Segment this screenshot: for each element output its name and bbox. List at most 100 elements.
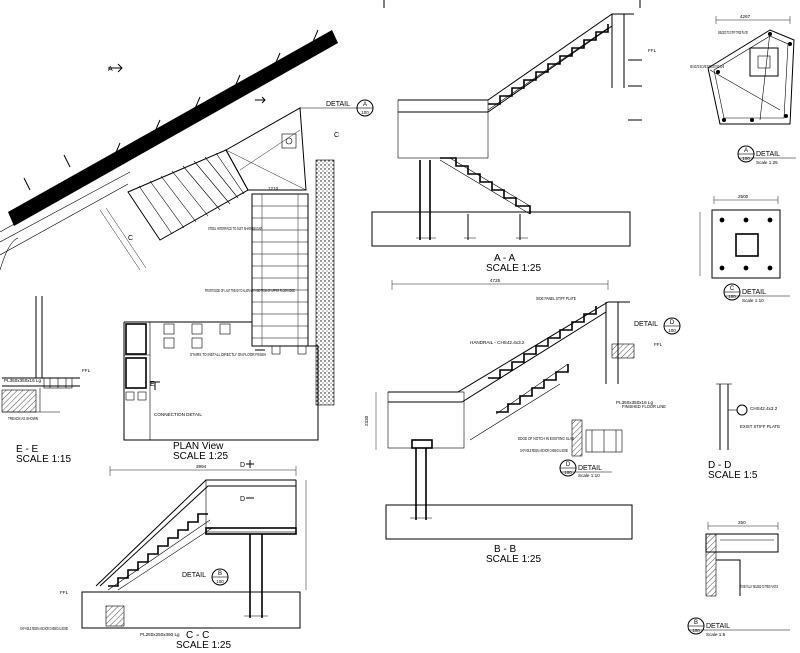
svg-text:DETAIL: DETAIL — [706, 623, 730, 630]
svg-text:GAP HOLE RESIN ANCHOR CHEMICAL: GAP HOLE RESIN ANCHOR CHEMICAL BOND — [520, 448, 568, 453]
svg-text:D: D — [240, 496, 245, 503]
detail-c: 2500 C 100 DETAIL Scale 1:10 — [699, 194, 790, 303]
svg-text:Scale 1:10: Scale 1:10 — [578, 473, 600, 478]
detail-b: 250 TO BE FULLY WELDED TO TREE PLATES B … — [687, 520, 790, 637]
section-dd: CHS42.4x3.2 EXIST STIFF PLATE D - D SCAL… — [708, 383, 780, 481]
detail-a-label: A 100 DETAIL Scale 1:25 — [737, 145, 796, 165]
svg-text:100: 100 — [564, 470, 572, 475]
svg-text:D: D — [670, 320, 675, 326]
svg-text:DETAIL: DETAIL — [756, 151, 780, 158]
svg-text:A: A — [744, 148, 748, 154]
bb-detail-d-callout: DETAIL D 100 — [634, 317, 681, 335]
svg-text:DETAIL: DETAIL — [634, 321, 658, 328]
ee-title: E - E — [16, 444, 39, 455]
plan-glass-balustrade — [8, 30, 338, 226]
cc-detail-b-callout: DETAIL B 100 — [182, 568, 229, 586]
svg-text:250: 250 — [738, 520, 746, 525]
svg-text:Scale 1:5: Scale 1:5 — [706, 632, 726, 637]
aa-scale: SCALE 1:25 — [486, 263, 541, 274]
svg-text:GAP HOLE RESIN ANCHOR CHEMICAL: GAP HOLE RESIN ANCHOR CHEMICAL BOND — [20, 626, 68, 631]
section-aa: FFL A - A SCALE 1:25 — [371, 13, 657, 274]
svg-text:B: B — [218, 571, 222, 577]
svg-text:A: A — [363, 102, 367, 108]
svg-text:2330: 2330 — [364, 415, 369, 426]
plan-marker-c: C — [334, 132, 339, 139]
plan-base-platform — [123, 321, 319, 441]
plan-straight-flight — [251, 193, 309, 347]
svg-text:M16 BOLTS SECURE INTO EXISTING: M16 BOLTS SECURE INTO EXISTING SLAB — [690, 64, 724, 69]
svg-text:EDGE OF NOTCH IN EXISTING SLAB: EDGE OF NOTCH IN EXISTING SLAB — [518, 436, 574, 441]
svg-text:FFL: FFL — [82, 368, 91, 373]
svg-text:100: 100 — [742, 156, 750, 161]
svg-text:Scale 1:25: Scale 1:25 — [756, 160, 778, 165]
svg-text:TO BE FULLY WELDED TO TREE PLA: TO BE FULLY WELDED TO TREE PLATES — [740, 584, 778, 589]
svg-text:Scale 1:10: Scale 1:10 — [742, 298, 764, 303]
plan-note-steel: STEEL INTERFACE TO SUIT SHADOW GAP — [208, 226, 262, 231]
svg-text:100: 100 — [692, 628, 700, 633]
plan-marker-c2: C — [128, 235, 133, 242]
bb-scale: SCALE 1:25 — [486, 554, 541, 565]
section-cc: D D 3994 PL250x250x360 Lg GAP HOLE RESIN… — [20, 460, 307, 651]
svg-text:HANDRAIL - CHS42.4x3.2: HANDRAIL - CHS42.4x3.2 — [470, 340, 525, 345]
dd-scale: SCALE 1:5 — [708, 470, 758, 481]
bb-title: B - B — [494, 544, 517, 555]
bb-steps — [488, 306, 597, 413]
cc-steps — [108, 513, 208, 587]
svg-text:PL350x350x16 Lg: PL350x350x16 Lg — [4, 378, 41, 383]
plan-diagonal-treads — [138, 152, 245, 235]
svg-text:SIDE PANEL STIFF PLATE: SIDE PANEL STIFF PLATE — [536, 296, 576, 301]
plan-note-connection: CONNECTION DETAIL — [154, 412, 202, 417]
plan-spikes — [23, 29, 319, 191]
svg-text:D: D — [240, 462, 245, 469]
detail-a: 4267 M16 BOLTS SECURE INTO EXISTING SLAB… — [690, 14, 796, 165]
svg-text:PL250x250x360 Lg: PL250x250x360 Lg — [140, 632, 180, 637]
svg-text:2500: 2500 — [738, 194, 749, 199]
cc-scale: SCALE 1:25 — [176, 640, 231, 651]
svg-text:DETAIL: DETAIL — [182, 572, 206, 579]
detail-c-label: C 100 DETAIL Scale 1:10 — [723, 283, 790, 303]
plan-existing-wall — [315, 159, 335, 406]
dd-title: D - D — [708, 460, 731, 471]
plan-dim-width: 1210 — [268, 186, 279, 191]
detail-d-label: D 100 DETAIL Scale 1:10 — [559, 459, 612, 478]
svg-text:TREADS AS SHOWN: TREADS AS SHOWN — [8, 416, 38, 421]
svg-text:DETAIL: DETAIL — [742, 289, 766, 296]
plan-straight-treads — [252, 205, 308, 339]
svg-text:3994: 3994 — [196, 464, 207, 469]
plan-note-front-edge: FRONT EDGE OF LAST TREAD TO ALIGN WITH B… — [205, 288, 295, 293]
svg-text:EXIST STIFF PLATE: EXIST STIFF PLATE — [740, 424, 780, 429]
svg-text:100: 100 — [668, 328, 676, 333]
svg-text:B: B — [694, 620, 698, 626]
svg-text:C: C — [730, 286, 735, 292]
svg-text:WELDED TO STIFF TREE PLATE: WELDED TO STIFF TREE PLATE — [718, 30, 748, 35]
plan-detail-a-callout: DETAIL A 100 — [300, 99, 374, 117]
detail-b-label: B 100 DETAIL Scale 1:5 — [687, 617, 790, 637]
cc-title: C - C — [186, 630, 209, 641]
svg-text:FINISHED FLOOR LINE: FINISHED FLOOR LINE — [622, 404, 666, 409]
svg-text:100: 100 — [216, 579, 224, 584]
section-ee: PL350x350x16 Lg TREADS AS SHOWN FFL E - … — [1, 296, 91, 465]
svg-text:CHS42.4x3.2: CHS42.4x3.2 — [750, 406, 778, 411]
svg-text:PL350x350x16 Lg: PL350x350x16 Lg — [616, 400, 653, 405]
svg-text:100: 100 — [728, 294, 736, 299]
ee-scale: SCALE 1:15 — [16, 454, 71, 465]
svg-text:100: 100 — [361, 110, 369, 115]
plan-view: A C C E DETAIL A 100 FRONT EDGE OF LAST … — [0, 29, 374, 462]
plan-view-scale: SCALE 1:25 — [173, 451, 228, 462]
svg-text:DETAIL: DETAIL — [326, 101, 350, 108]
plan-marker-a: A — [108, 66, 113, 73]
plan-note-install: STAIRS TO INSTALL DIRECTLY ON FLOOR FINI… — [190, 352, 266, 357]
aa-steps — [440, 24, 609, 214]
section-bb: 4725 2330 SIDE PANEL STIFF PLATE HANDRAI… — [364, 278, 681, 565]
plan-view-title: PLAN View — [173, 441, 224, 452]
svg-text:FFL: FFL — [654, 342, 663, 347]
svg-text:DETAIL: DETAIL — [578, 465, 602, 472]
svg-text:4267: 4267 — [740, 14, 751, 19]
svg-text:FFL: FFL — [648, 48, 657, 53]
svg-text:D: D — [566, 462, 571, 468]
svg-text:4725: 4725 — [490, 278, 501, 283]
aa-title: A - A — [494, 253, 515, 264]
svg-text:FFL: FFL — [60, 590, 69, 595]
plan-marker-e: E — [150, 381, 155, 388]
